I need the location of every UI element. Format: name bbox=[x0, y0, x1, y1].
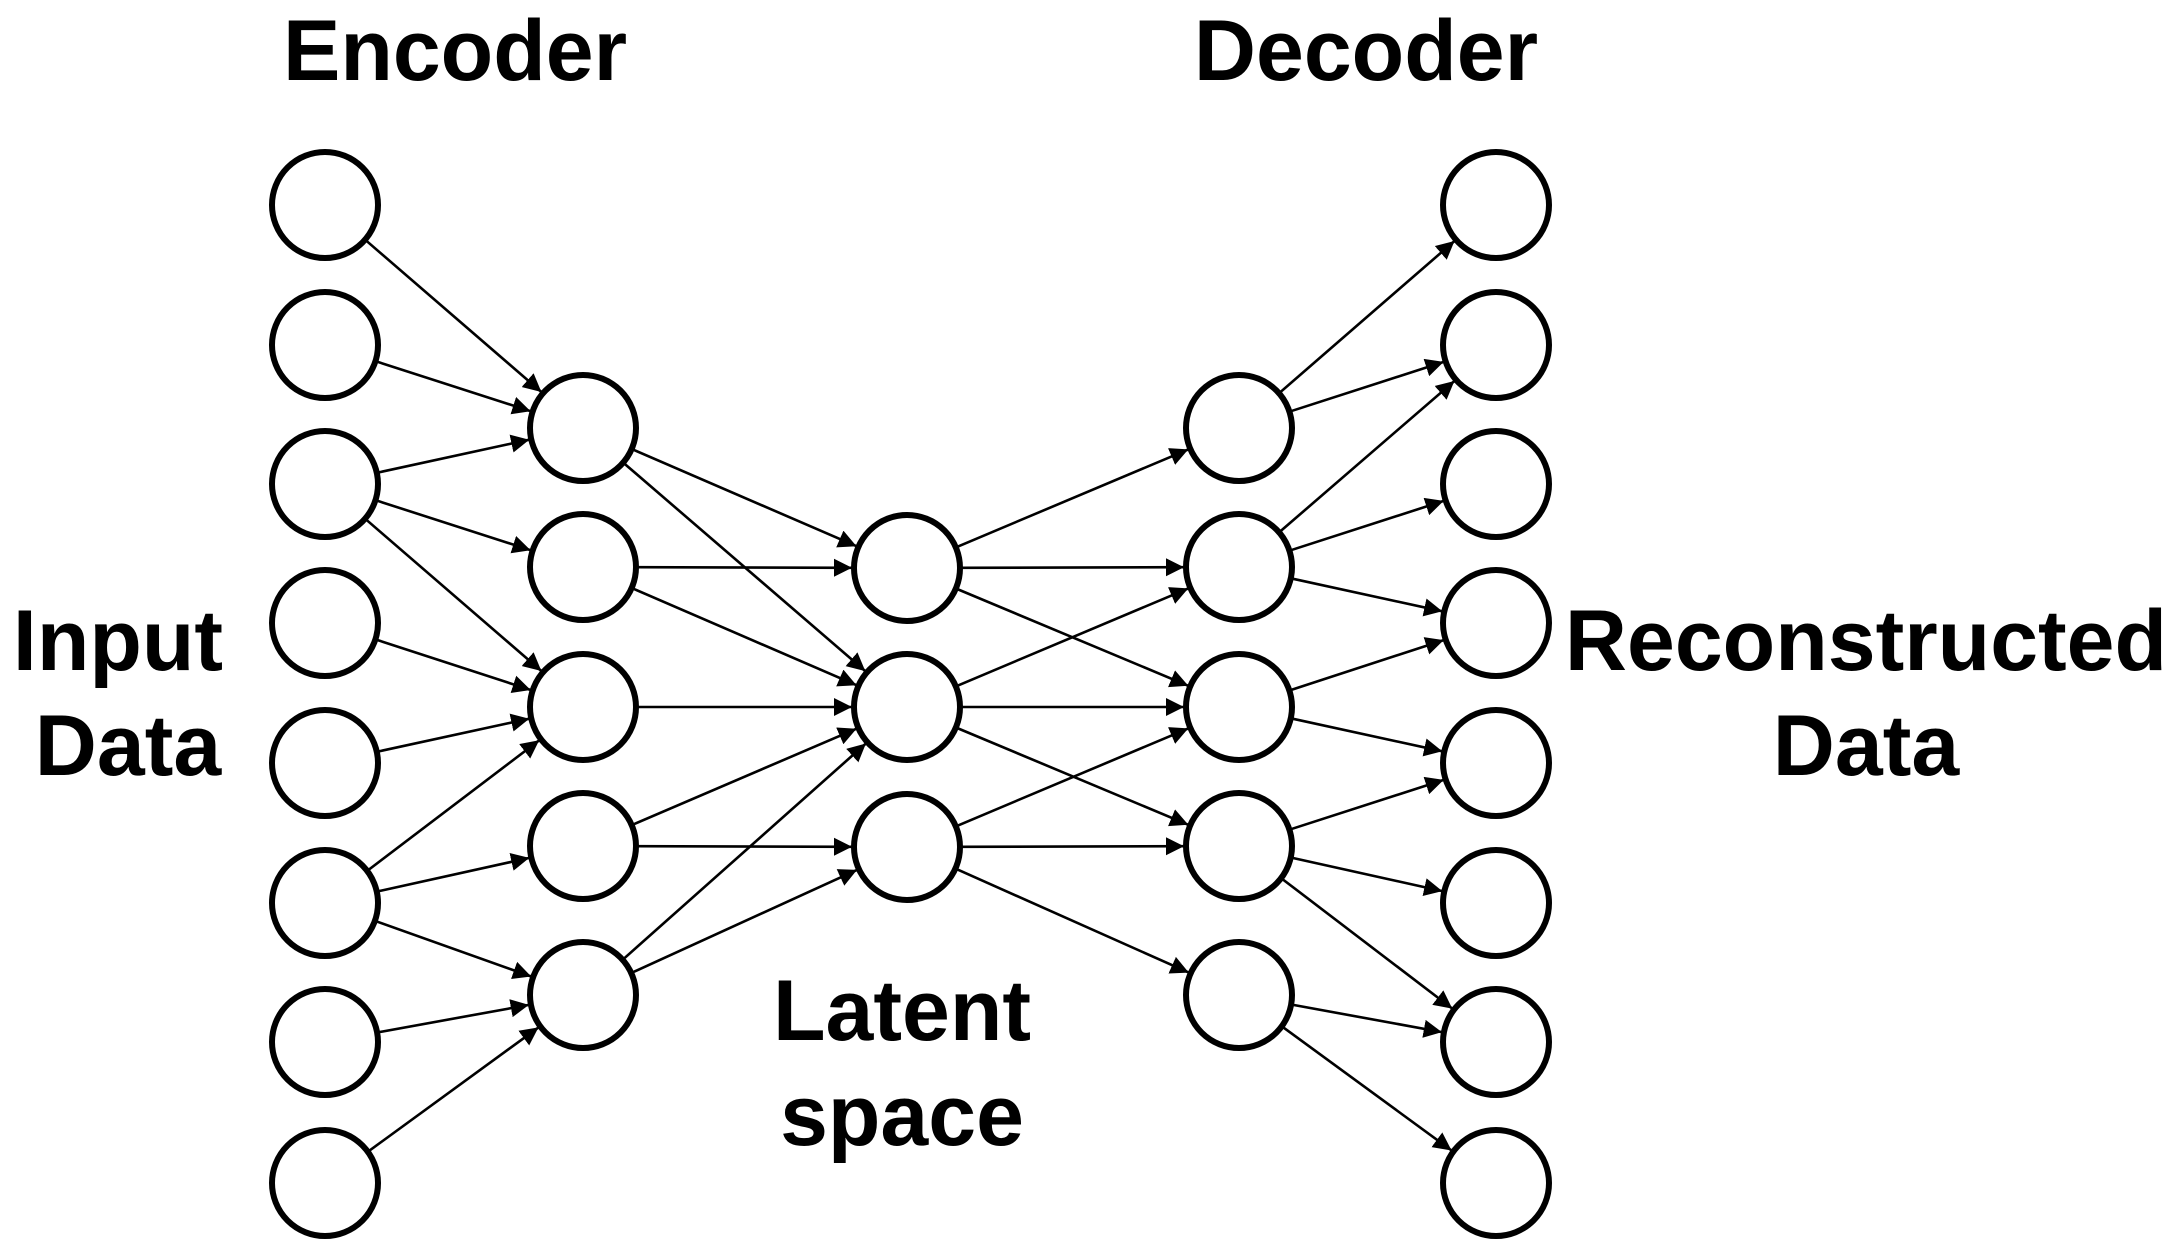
edge-decoder-hidden-3-to-output-6 bbox=[1280, 877, 1454, 1010]
edge-encoder-hidden-1-to-latent-1 bbox=[631, 586, 858, 687]
output-node-6 bbox=[1440, 986, 1552, 1098]
edge-input-7-to-encoder-hidden-4 bbox=[367, 1026, 540, 1153]
edge-input-5-to-encoder-hidden-4 bbox=[374, 919, 532, 979]
edge-decoder-hidden-3-to-output-5 bbox=[1290, 856, 1443, 897]
edge-decoder-hidden-1-to-output-1 bbox=[1278, 380, 1456, 534]
encoder-hidden-node-3 bbox=[527, 790, 639, 902]
edge-input-3-to-encoder-hidden-2 bbox=[374, 638, 532, 694]
output-node-7 bbox=[1440, 1127, 1552, 1239]
latent-node-0 bbox=[851, 512, 963, 624]
edge-encoder-hidden-4-to-latent-1 bbox=[621, 742, 867, 961]
edge-encoder-hidden-3-to-latent-1 bbox=[631, 727, 858, 827]
encoder-hidden-node-4 bbox=[527, 939, 639, 1051]
edge-latent-2-to-decoder-hidden-4 bbox=[954, 867, 1190, 974]
decoder-hidden-node-3 bbox=[1183, 790, 1295, 902]
input-node-6 bbox=[269, 986, 381, 1098]
edge-input-2-to-encoder-hidden-2 bbox=[364, 517, 543, 672]
decoder-hidden-node-1 bbox=[1183, 511, 1295, 623]
decoder-hidden-node-4 bbox=[1183, 939, 1295, 1051]
output-node-5 bbox=[1440, 847, 1552, 959]
encoder-hidden-node-0 bbox=[527, 372, 639, 484]
encoder-label: Encoder bbox=[283, 3, 627, 99]
edge-decoder-hidden-4-to-output-6 bbox=[1290, 1003, 1443, 1038]
edge-decoder-hidden-4-to-output-7 bbox=[1281, 1025, 1453, 1152]
edge-input-5-to-encoder-hidden-3 bbox=[376, 852, 530, 893]
edge-input-2-to-encoder-hidden-0 bbox=[376, 434, 530, 475]
edge-encoder-hidden-4-to-latent-2 bbox=[630, 868, 858, 975]
edge-encoder-hidden-0-to-latent-0 bbox=[631, 447, 858, 548]
input-node-2 bbox=[269, 428, 381, 540]
input-node-0 bbox=[269, 149, 381, 261]
edge-encoder-hidden-1-to-latent-0 bbox=[635, 558, 853, 577]
edge-input-5-to-encoder-hidden-2 bbox=[366, 739, 540, 872]
network-nodes bbox=[269, 149, 1552, 1239]
edge-decoder-hidden-1-to-output-3 bbox=[1290, 577, 1443, 617]
edge-latent-2-to-decoder-hidden-3 bbox=[959, 837, 1185, 856]
edge-encoder-hidden-3-to-latent-2 bbox=[635, 837, 853, 856]
input-data-label-line2: Data bbox=[35, 698, 223, 794]
edge-decoder-hidden-2-to-output-4 bbox=[1290, 717, 1443, 757]
input-node-3 bbox=[269, 567, 381, 679]
reconstructed-data-label-line2: Data bbox=[1773, 698, 1961, 794]
edge-latent-1-to-decoder-hidden-1 bbox=[955, 587, 1189, 688]
edge-latent-0-to-decoder-hidden-0 bbox=[955, 448, 1189, 549]
output-node-4 bbox=[1440, 707, 1552, 819]
decoder-label: Decoder bbox=[1194, 3, 1538, 99]
input-node-4 bbox=[269, 707, 381, 819]
output-node-3 bbox=[1440, 567, 1552, 679]
edge-decoder-hidden-0-to-output-1 bbox=[1289, 358, 1445, 413]
encoder-hidden-node-2 bbox=[527, 651, 639, 763]
edge-decoder-hidden-1-to-output-2 bbox=[1289, 497, 1445, 552]
edge-decoder-hidden-2-to-output-3 bbox=[1288, 637, 1445, 692]
output-node-2 bbox=[1440, 428, 1552, 540]
latent-node-1 bbox=[851, 651, 963, 763]
edge-input-6-to-encoder-hidden-4 bbox=[376, 999, 530, 1034]
latent-space-label-line1: Latent bbox=[773, 963, 1031, 1059]
connection-edges bbox=[364, 238, 1456, 1153]
input-data-label-line1: Input bbox=[13, 593, 223, 689]
input-node-1 bbox=[269, 289, 381, 401]
edge-latent-2-to-decoder-hidden-2 bbox=[955, 727, 1189, 828]
encoder-hidden-node-1 bbox=[527, 511, 639, 623]
edge-input-4-to-encoder-hidden-2 bbox=[376, 713, 530, 754]
reconstructed-data-label-line1: Reconstructed bbox=[1565, 593, 2167, 689]
edge-input-0-to-encoder-hidden-0 bbox=[364, 238, 543, 393]
input-node-7 bbox=[269, 1127, 381, 1239]
latent-space-label-line2: space bbox=[780, 1068, 1024, 1164]
edge-decoder-hidden-3-to-output-4 bbox=[1289, 776, 1445, 831]
input-node-5 bbox=[269, 847, 381, 959]
latent-node-2 bbox=[851, 791, 963, 903]
edge-decoder-hidden-0-to-output-0 bbox=[1278, 240, 1456, 395]
edge-input-1-to-encoder-hidden-0 bbox=[375, 359, 531, 415]
edge-input-2-to-encoder-hidden-1 bbox=[375, 498, 531, 554]
decoder-hidden-node-0 bbox=[1183, 372, 1295, 484]
output-node-1 bbox=[1440, 289, 1552, 401]
diagram-labels: Encoder Decoder Input Data Latent space … bbox=[13, 3, 2167, 1164]
decoder-hidden-node-2 bbox=[1183, 651, 1295, 763]
output-node-0 bbox=[1440, 149, 1552, 261]
edge-latent-0-to-decoder-hidden-1 bbox=[959, 558, 1185, 577]
